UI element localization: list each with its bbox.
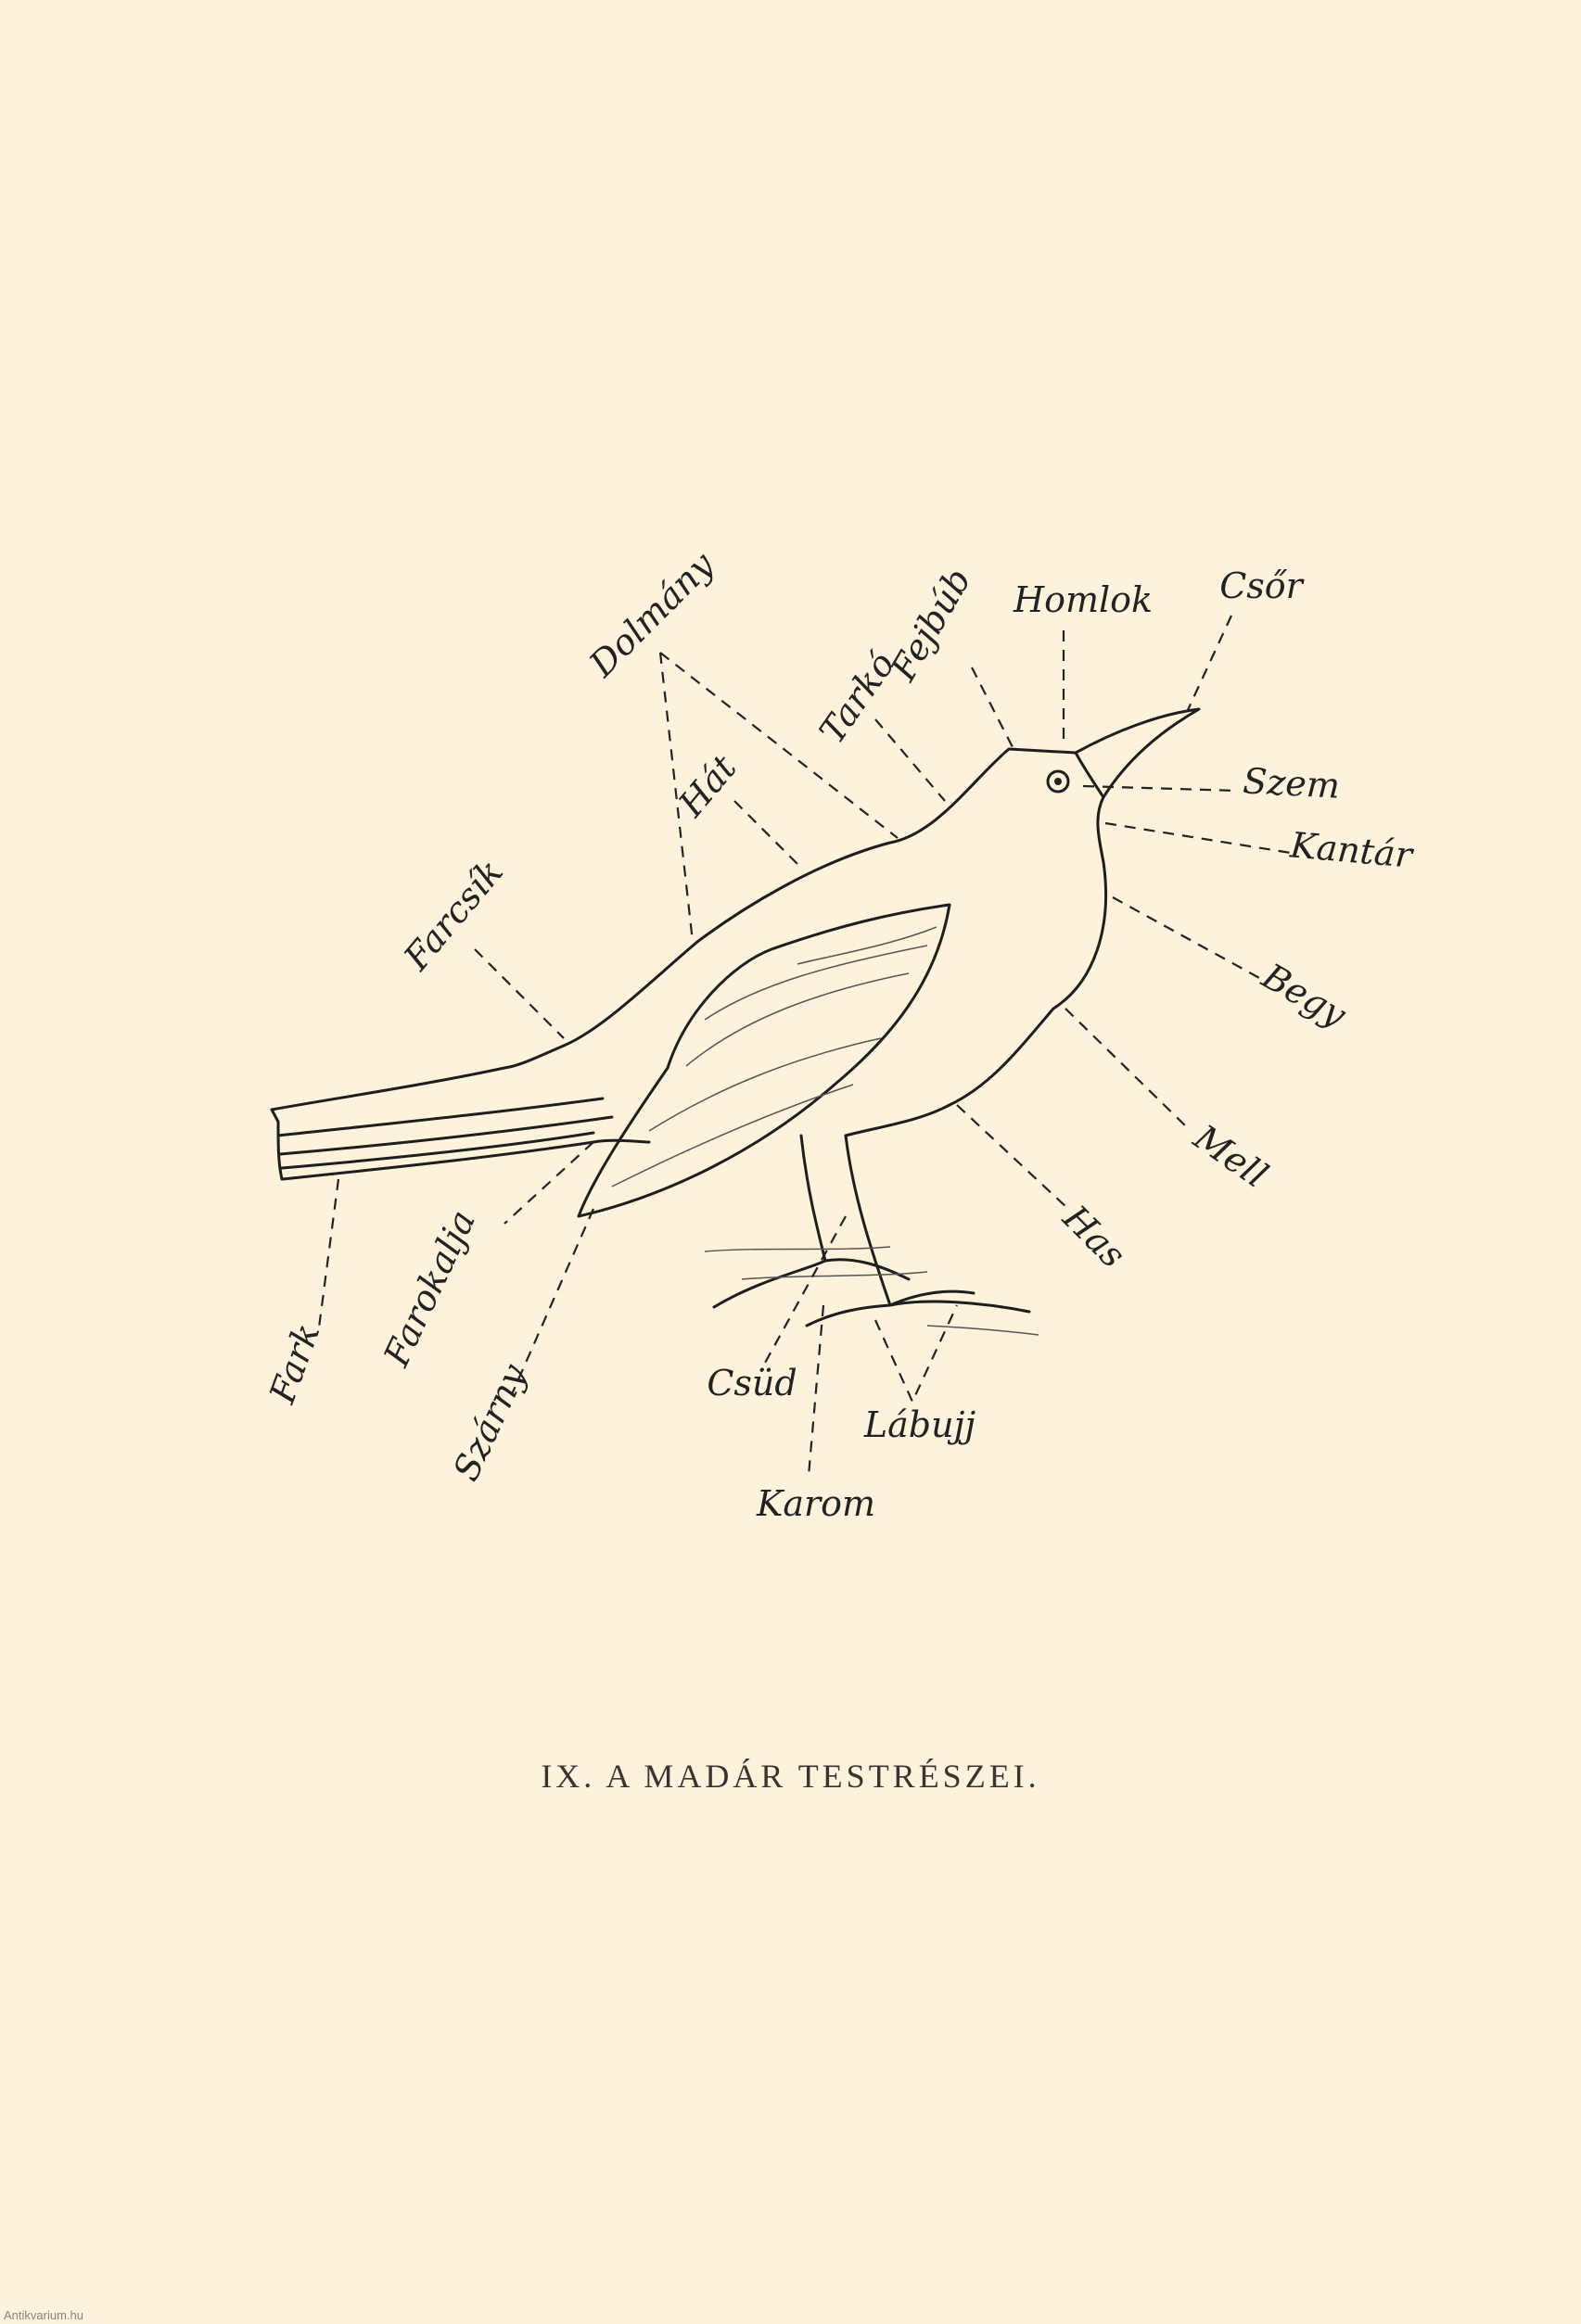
bird-beak (1074, 707, 1201, 799)
bird-tail (276, 1097, 651, 1181)
wing-feathers (611, 926, 937, 1187)
bird-outline-back (270, 747, 1077, 1124)
label-begy: Begy (1255, 955, 1354, 1035)
label-kantar: Kantár (1288, 824, 1417, 876)
label-karom: Karom (756, 1483, 875, 1524)
label-csud: Csüd (707, 1363, 797, 1403)
label-hat: Hát (670, 747, 745, 825)
bird-leg-left (712, 1134, 911, 1309)
label-csor: Csőr (1219, 565, 1305, 606)
label-farcsik: Farcsík (395, 852, 511, 979)
bird-drawing (270, 707, 1201, 1336)
label-has: Has (1054, 1197, 1133, 1276)
bird-outline-breast (844, 795, 1107, 1137)
label-labujj: Lábujj (863, 1404, 975, 1445)
label-dolmany: Dolmány (580, 544, 721, 685)
ground-hatching (704, 1246, 1039, 1336)
bird-wing (577, 903, 951, 1218)
label-mell: Mell (1186, 1116, 1275, 1196)
label-szarny: Szárny (445, 1358, 534, 1487)
label-szem: Szem (1242, 760, 1341, 806)
label-farokalja: Farokalja (376, 1204, 483, 1373)
leader-lines (317, 615, 1292, 1477)
bird-eye (1046, 769, 1070, 794)
watermark: Antikvarium.hu (4, 2308, 83, 2322)
label-fark: Fark (261, 1318, 328, 1409)
label-homlok: Homlok (1013, 579, 1153, 620)
plate-title: IX. A MADÁR TESTRÉSZEI. (541, 1758, 1040, 1795)
label-fejbub: Fejbúb (882, 561, 978, 688)
bird-pupil (1054, 778, 1062, 785)
bird-leg-right (805, 1134, 1031, 1327)
